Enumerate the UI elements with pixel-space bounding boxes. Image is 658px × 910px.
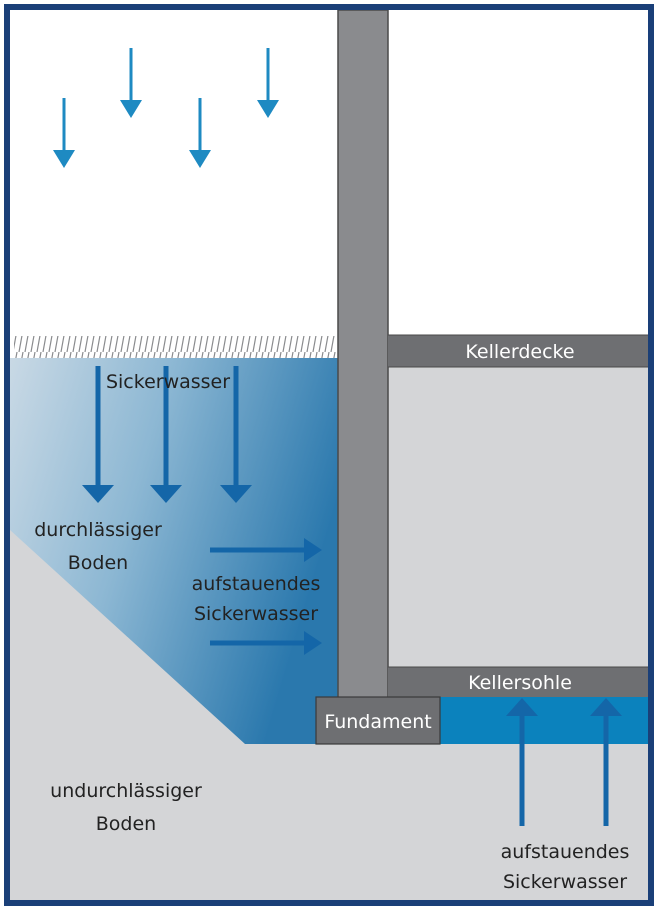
label-backed-up-line2: Sickerwasser (194, 603, 318, 625)
horizontal-arrow (210, 631, 322, 655)
label-permeable-soil-line2: Boden (68, 552, 128, 574)
upward-arrow (506, 698, 538, 826)
rain-arrow (257, 48, 279, 118)
basement-wall (337, 9, 389, 699)
cellar-ceiling-slab (388, 335, 652, 367)
label-impermeable-soil-line2: Boden (96, 813, 156, 835)
rain-arrows (53, 48, 279, 168)
label-sickerwasser: Sickerwasser (106, 371, 230, 393)
ground-surface-hatch (14, 336, 336, 358)
label-backed-up-line1: aufstauendes (192, 573, 321, 595)
backed-up-water-under-floor (440, 696, 652, 744)
label-backed-up-bottom-line2: Sickerwasser (503, 871, 627, 893)
seepage-down-arrow (220, 366, 252, 503)
backed-up-arrows-horizontal (210, 538, 322, 655)
label-foundation: Fundament (324, 711, 431, 733)
horizontal-arrow (210, 538, 322, 562)
permeable-soil-water (10, 358, 340, 744)
diagram-frame (4, 4, 654, 906)
label-cellar-ceiling: Kellerdecke (465, 341, 574, 363)
seepage-down-arrow (82, 366, 114, 503)
seepage-down-arrow (150, 366, 182, 503)
seepage-arrows-down (82, 366, 252, 503)
upward-arrow (590, 698, 622, 826)
label-cellar-floor: Kellersohle (468, 672, 572, 694)
foundation-block (315, 696, 441, 745)
rain-arrow (53, 98, 75, 168)
rain-arrow (120, 48, 142, 118)
rain-arrow (189, 98, 211, 168)
label-backed-up-bottom-line1: aufstauendes (501, 841, 630, 863)
cellar-floor-slab (388, 667, 652, 697)
label-permeable-soil-line1: durchlässiger (34, 519, 162, 541)
label-impermeable-soil-line1: undurchlässiger (50, 780, 202, 802)
backed-up-arrows-up (506, 698, 622, 826)
